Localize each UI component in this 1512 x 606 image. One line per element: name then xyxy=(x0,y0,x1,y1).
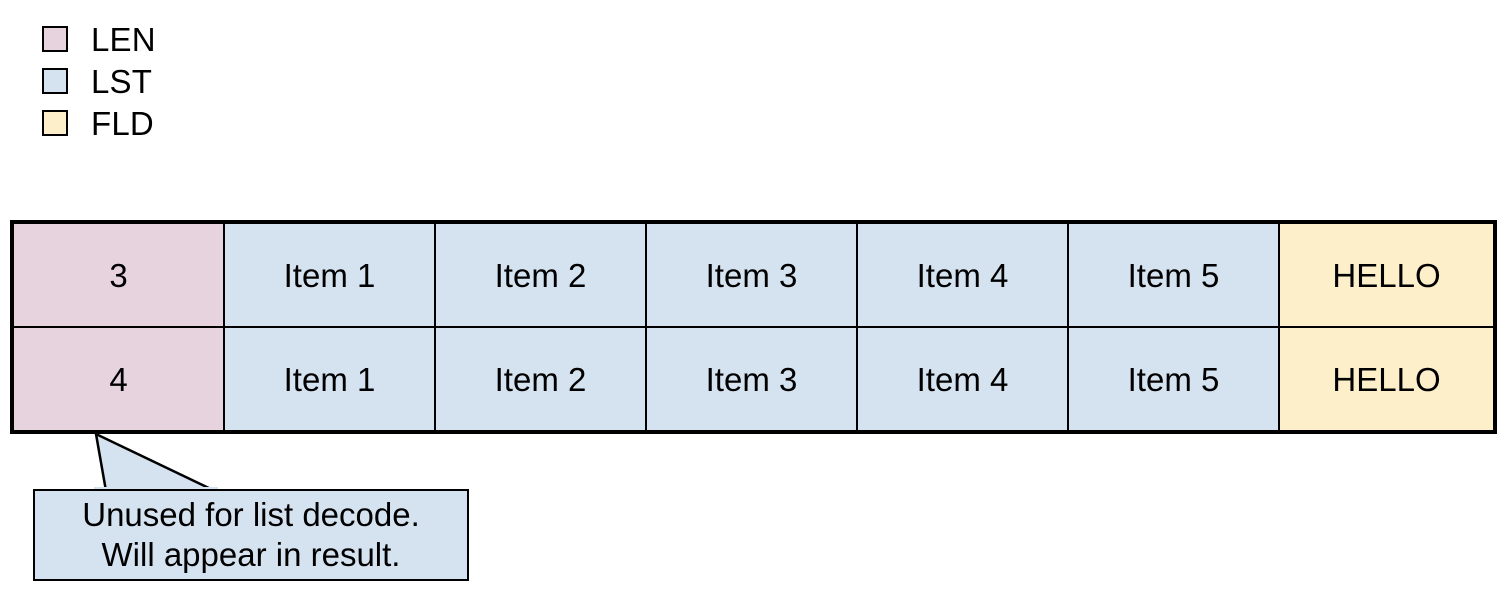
legend-item-lst: LST xyxy=(42,60,342,102)
cell-list-item: Item 2 xyxy=(434,328,645,430)
color-swatch-icon-fld xyxy=(42,110,68,136)
legend-label-len: LEN xyxy=(91,20,156,58)
cell-list-item: Item 5 xyxy=(1067,328,1278,430)
cell-list-item: Item 3 xyxy=(645,224,856,326)
callout-line-1: Unused for list decode. xyxy=(82,496,420,533)
legend: LEN LST FLD xyxy=(42,18,342,144)
cell-list-item: Item 5 xyxy=(1067,224,1278,326)
color-swatch-icon-len xyxy=(42,26,68,52)
table-row: 3 Item 1 Item 2 Item 3 Item 4 Item 5 HEL… xyxy=(14,224,1493,326)
cell-list-item: Item 1 xyxy=(223,328,434,430)
cell-list-item: Item 4 xyxy=(856,328,1067,430)
legend-item-fld: FLD xyxy=(42,102,342,144)
cell-len: 4 xyxy=(14,328,223,430)
encoding-layout-table: 3 Item 1 Item 2 Item 3 Item 4 Item 5 HEL… xyxy=(10,220,1497,434)
legend-label-fld: FLD xyxy=(91,104,154,142)
cell-list-item: Item 1 xyxy=(223,224,434,326)
cell-field: HELLO xyxy=(1278,224,1493,326)
color-swatch-icon-lst xyxy=(42,68,68,94)
cell-list-item: Item 3 xyxy=(645,328,856,430)
cell-field: HELLO xyxy=(1278,328,1493,430)
callout-line-2: Will appear in result. xyxy=(101,536,401,573)
callout-note: Unused for list decode. Will appear in r… xyxy=(33,489,469,581)
cell-list-item: Item 4 xyxy=(856,224,1067,326)
legend-item-len: LEN xyxy=(42,18,342,60)
cell-len: 3 xyxy=(14,224,223,326)
cell-list-item: Item 2 xyxy=(434,224,645,326)
table-row: 4 Item 1 Item 2 Item 3 Item 4 Item 5 HEL… xyxy=(14,326,1493,430)
legend-label-lst: LST xyxy=(91,62,153,100)
